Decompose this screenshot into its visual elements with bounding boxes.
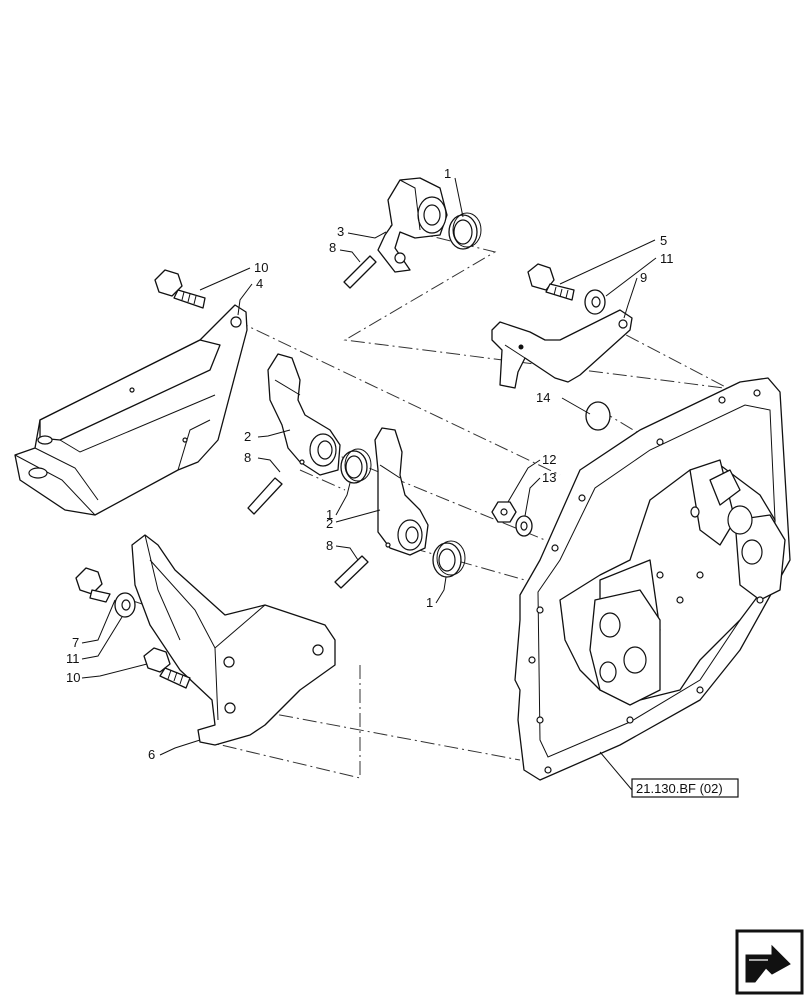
callout-13: 13 — [542, 470, 556, 485]
callout-7: 7 — [72, 635, 79, 650]
callout-1-lower: 1 — [426, 595, 433, 610]
callout-10-lower: 10 — [66, 670, 80, 685]
callout-labels: 1 3 8 10 4 5 11 9 14 2 8 12 13 1 2 8 1 7… — [66, 166, 674, 762]
callout-6: 6 — [148, 747, 155, 762]
callout-2-upper: 2 — [244, 429, 251, 444]
transmission-housing — [514, 377, 791, 781]
callout-11-left: 11 — [66, 651, 80, 666]
washer-part-11-left — [114, 592, 136, 618]
callout-11-right: 11 — [660, 251, 674, 266]
bushing-part-1-lower — [432, 540, 466, 578]
bolt-part-7 — [75, 567, 111, 603]
callout-leaders — [81, 177, 657, 791]
bracket-part-6 — [131, 534, 336, 746]
callout-8-upper: 8 — [329, 240, 336, 255]
callout-5: 5 — [660, 233, 667, 248]
callout-12: 12 — [542, 452, 556, 467]
washer-part-11-right — [584, 289, 606, 315]
callout-1-middle: 1 — [326, 507, 333, 522]
callout-4: 4 — [256, 276, 263, 291]
bushing-part-1-middle — [340, 448, 372, 484]
lever-part-2-upper — [267, 353, 341, 476]
callout-3: 3 — [337, 224, 344, 239]
reference-box[interactable]: 21.130.BF (02) — [631, 778, 739, 798]
callout-14: 14 — [536, 390, 550, 405]
nut-part-12 — [491, 501, 517, 523]
reference-label: 21.130.BF (02) — [636, 781, 723, 796]
next-page-arrow-icon[interactable] — [735, 929, 804, 995]
bolt-part-10-lower — [143, 647, 191, 689]
callout-1-upper: 1 — [444, 166, 451, 181]
bracket-part-4 — [14, 304, 248, 516]
bracket-part-9 — [491, 309, 633, 389]
washer-part-13 — [515, 515, 533, 537]
callout-9: 9 — [640, 270, 647, 285]
pivot-bracket-part-3 — [377, 177, 448, 273]
bushing-part-1-upper — [448, 212, 482, 250]
callout-8-middle: 8 — [244, 450, 251, 465]
plug-part-14 — [585, 401, 611, 431]
bolt-part-5 — [527, 263, 575, 301]
bolt-part-10-upper — [154, 269, 206, 309]
pin-part-8-middle — [247, 477, 283, 515]
callout-2-lower: 2 — [326, 516, 333, 531]
callout-8-lower: 8 — [326, 538, 333, 553]
pin-part-8-lower — [334, 555, 369, 589]
lever-part-2-lower — [374, 427, 429, 556]
callout-10-upper: 10 — [254, 260, 268, 275]
pin-part-8-upper — [343, 255, 377, 289]
